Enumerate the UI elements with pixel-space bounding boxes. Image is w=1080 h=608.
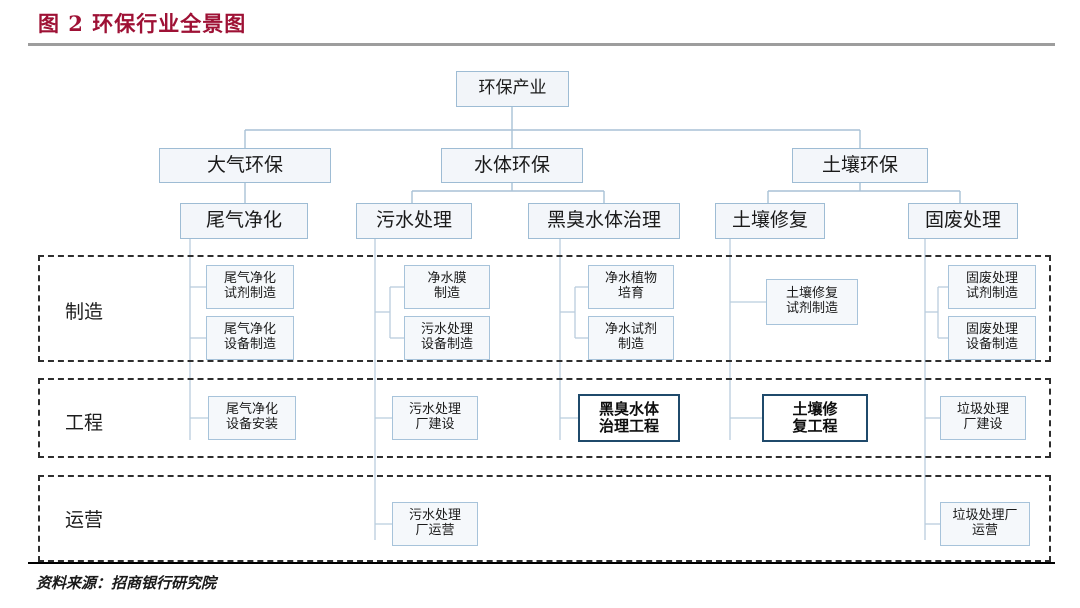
leaf-line2: 复工程 <box>792 417 838 435</box>
node-label: 固废处理 <box>924 209 1001 232</box>
leaf-line2: 厂建设 <box>415 417 455 432</box>
leaf-sewage-equipment-mfg[interactable]: 污水处理 设备制造 <box>404 316 490 360</box>
node-root[interactable]: 环保产业 <box>456 71 569 107</box>
leaf-exhaust-reagent-mfg[interactable]: 尾气净化 试剂制造 <box>206 265 294 309</box>
leaf-line2: 厂运营 <box>415 523 455 538</box>
leaf-line2: 试剂制造 <box>965 286 1018 301</box>
leaf-line1: 黑臭水体 <box>598 400 659 419</box>
leaf-line1: 固废处理 <box>965 271 1018 287</box>
leaf-line1: 尾气净化 <box>223 271 276 287</box>
leaf-line1: 污水处理 <box>420 322 473 338</box>
band-manufacturing <box>38 255 1051 362</box>
leaf-line2: 试剂制造 <box>785 301 838 316</box>
leaf-line1: 净水植物 <box>604 271 657 287</box>
leaf-line2: 试剂制造 <box>223 286 276 301</box>
title-divider <box>28 43 1055 46</box>
leaf-line1: 土壤修复 <box>785 286 838 302</box>
leaf-blackwater-treatment-project[interactable]: 黑臭水体 治理工程 <box>578 394 680 442</box>
leaf-water-membrane-mfg[interactable]: 净水膜 制造 <box>404 265 490 309</box>
leaf-exhaust-equipment-install[interactable]: 尾气净化 设备安装 <box>208 396 296 440</box>
leaf-line1: 尾气净化 <box>223 322 276 338</box>
leaf-line2: 制造 <box>617 337 644 352</box>
source-note: 资料来源：招商银行研究院 <box>36 574 217 592</box>
leaf-water-plant-cultivation[interactable]: 净水植物 培育 <box>588 265 674 309</box>
leaf-line1: 土壤修 <box>792 400 838 419</box>
node-black-odorous-water[interactable]: 黑臭水体治理 <box>528 203 680 239</box>
leaf-line2: 设备安装 <box>225 417 278 432</box>
node-soil-remediation[interactable]: 土壤修复 <box>715 203 825 239</box>
node-sewage-treatment[interactable]: 污水处理 <box>356 203 472 239</box>
node-solid-waste[interactable]: 固废处理 <box>908 203 1018 239</box>
leaf-line2: 制造 <box>433 286 460 301</box>
leaf-line1: 净水膜 <box>427 271 467 287</box>
leaf-sewage-plant-operation[interactable]: 污水处理 厂运营 <box>392 502 478 546</box>
leaf-sewage-plant-construction[interactable]: 污水处理 厂建设 <box>392 396 478 440</box>
leaf-line1: 垃圾处理 <box>956 402 1009 418</box>
node-label: 土壤环保 <box>821 153 898 176</box>
node-water-env[interactable]: 水体环保 <box>441 148 583 183</box>
leaf-line1: 净水试剂 <box>604 322 657 338</box>
node-exhaust-purification[interactable]: 尾气净化 <box>180 203 308 239</box>
leaf-solid-waste-equipment-mfg[interactable]: 固废处理 设备制造 <box>948 316 1036 360</box>
node-label: 环保产业 <box>478 78 547 99</box>
node-label: 黑臭水体治理 <box>546 209 661 232</box>
node-label: 水体环保 <box>473 153 550 176</box>
leaf-line1: 污水处理 <box>408 402 461 418</box>
leaf-line2: 设备制造 <box>965 337 1018 352</box>
leaf-line2: 培育 <box>617 286 644 301</box>
page-title: 图 2 环保行业全景图 <box>38 11 247 36</box>
node-label: 大气环保 <box>206 153 283 176</box>
leaf-soil-remediation-project[interactable]: 土壤修 复工程 <box>762 394 868 442</box>
band-engineering-label: 工程 <box>65 412 104 434</box>
leaf-solid-waste-reagent-mfg[interactable]: 固废处理 试剂制造 <box>948 265 1036 309</box>
band-manufacturing-label: 制造 <box>65 301 104 323</box>
leaf-waste-plant-construction[interactable]: 垃圾处理 厂建设 <box>940 396 1026 440</box>
leaf-line2: 设备制造 <box>223 337 276 352</box>
leaf-water-reagent-mfg[interactable]: 净水试剂 制造 <box>588 316 674 360</box>
leaf-line1: 固废处理 <box>965 322 1018 338</box>
leaf-exhaust-equipment-mfg[interactable]: 尾气净化 设备制造 <box>206 316 294 360</box>
node-label: 尾气净化 <box>205 209 282 232</box>
leaf-waste-plant-operation[interactable]: 垃圾处理厂 运营 <box>940 502 1030 546</box>
node-label: 污水处理 <box>375 209 452 232</box>
leaf-line2: 运营 <box>971 523 998 538</box>
leaf-line1: 污水处理 <box>408 508 461 524</box>
leaf-line2: 设备制造 <box>420 337 473 352</box>
leaf-line1: 尾气净化 <box>225 402 278 418</box>
band-operation <box>38 475 1051 562</box>
leaf-line2: 厂建设 <box>963 417 1003 432</box>
node-label: 土壤修复 <box>731 209 808 232</box>
band-operation-label: 运营 <box>65 509 104 531</box>
footer-divider <box>28 562 1055 564</box>
band-engineering <box>38 378 1051 458</box>
node-air-env[interactable]: 大气环保 <box>159 148 331 183</box>
leaf-line1: 垃圾处理厂 <box>952 508 1018 524</box>
leaf-line2: 治理工程 <box>598 417 659 435</box>
node-soil-env[interactable]: 土壤环保 <box>792 148 928 183</box>
leaf-soil-reagent-mfg[interactable]: 土壤修复 试剂制造 <box>766 279 858 325</box>
